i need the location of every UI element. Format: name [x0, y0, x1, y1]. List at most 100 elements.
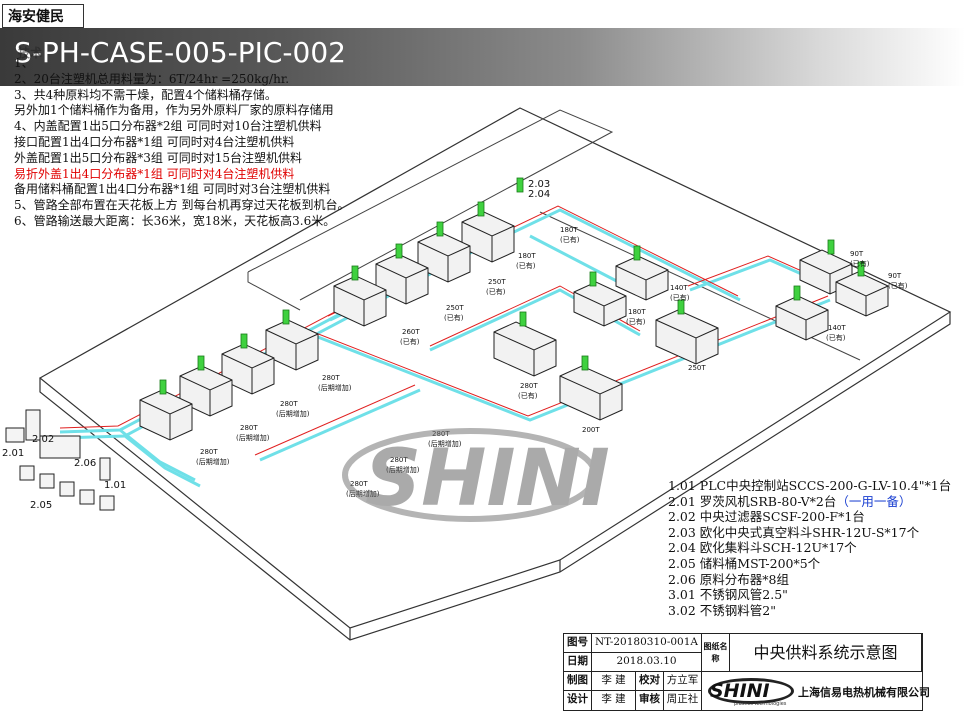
notes-heading: 技术 — [18, 46, 43, 60]
company-name-box: 海安健民 — [2, 4, 84, 28]
machine-label: 280T — [390, 456, 408, 464]
note-line: 4、内盖配置1出5口分布器*2组 可同时对10台注塑机供料 — [14, 119, 322, 134]
machine-sub: (已有) — [888, 281, 908, 290]
legend-item: 2.01 罗茨风机SRB-80-V*2台（一用一备） — [668, 494, 951, 510]
note-line: 易折外盖1出4口分布器*1组 可同时对4台注塑机供料 — [14, 166, 295, 181]
legend-item-text: 3.01 不锈钢风管2.5" — [668, 587, 788, 603]
machine-label: 250T — [488, 278, 506, 286]
title-banner — [0, 28, 965, 86]
note-line: 1、 — [14, 56, 34, 70]
note-line: 备用储料桶配置1出4口分布器*1组 可同时对3台注塑机供料 — [14, 182, 331, 197]
vacuum-hoppers — [159, 177, 865, 395]
label-2-06: 2.06 — [74, 458, 96, 469]
machine-label: 140T — [828, 324, 846, 332]
label-2-01: 2.01 — [2, 448, 24, 459]
shini-watermark: SHINI — [342, 428, 610, 524]
legend-item-text: 3.02 不锈钢料管2" — [668, 602, 777, 618]
diagram-labels: 2.03 2.04 2.02 2.01 2.06 1.01 2.05 — [2, 179, 550, 511]
note-line: 5、管路全部布置在天花板上方 到每台机再穿过天花板到机台。 — [14, 198, 350, 213]
label-2-02: 2.02 — [32, 434, 54, 445]
machine-sub: (后期增加) — [236, 433, 270, 442]
company-full-name: 上海信易电热机械有限公司 — [798, 686, 930, 699]
drawing-name: 中央供料系统示意图 — [730, 634, 922, 672]
machine-sub: (后期增加) — [276, 409, 310, 418]
drawing-no: NT-20180310-001A — [592, 634, 702, 653]
machine-label: 280T — [350, 480, 368, 488]
review-by: 周正社 — [664, 691, 702, 710]
machine-sub: (已有) — [516, 261, 536, 270]
legend-item-text: 2.02 中央过滤器SCSF-200-F*1台 — [668, 509, 865, 525]
label-2-04: 2.04 — [528, 189, 550, 200]
drawing-name-label: 图纸名称 — [702, 634, 730, 672]
label-2-05: 2.05 — [30, 500, 52, 511]
legend-item-text: 2.04 欧化集料斗SCH-12U*17个 — [668, 540, 857, 556]
legend-item: 2.03 欧化中央式真空料斗SHR-12U-S*17个 — [668, 525, 951, 541]
legend-item-text: 2.05 储料桶MST-200*5个 — [668, 555, 821, 571]
draw-by: 李 建 — [592, 672, 636, 691]
watermark-text: SHINI — [365, 434, 610, 524]
company-name: 海安健民 — [8, 9, 64, 25]
machine-label: 280T — [322, 374, 340, 382]
legend-item: 3.01 不锈钢风管2.5" — [668, 587, 951, 603]
title-block: 图号 NT-20180310-001A 图纸名称 中央供料系统示意图 日期 20… — [563, 633, 930, 711]
machine-label: 90T — [850, 250, 864, 258]
technical-notes: 1、2、20台注塑机总用料量为：6T/24hr =250kg/hr.3、共4种原… — [14, 56, 349, 230]
legend-item: 1.01 PLC中央控制站SCCS-200-G-LV-10.4"*1台 — [668, 478, 951, 494]
label-1-01: 1.01 — [104, 480, 126, 491]
machine-sub: (后期增加) — [428, 439, 462, 448]
machine-label: 180T — [628, 308, 646, 316]
date: 2018.03.10 — [592, 653, 702, 672]
machine-label: 250T — [688, 364, 706, 372]
legend-item: 2.02 中央过滤器SCSF-200-F*1台 — [668, 509, 951, 525]
machine-label: 200T — [582, 426, 600, 434]
machine-sub: (后期增加) — [318, 383, 352, 392]
legend-item: 2.06 原料分布器*8组 — [668, 572, 951, 588]
machine-sub: (已有) — [626, 317, 646, 326]
legend-item: 2.05 储料桶MST-200*5个 — [668, 556, 951, 572]
machine-sub: (已有) — [444, 313, 464, 322]
legend-item-note: （一用一备） — [836, 493, 912, 509]
check-label: 校对 — [636, 672, 664, 691]
review-label: 审核 — [636, 691, 664, 710]
machine-sub: (已有) — [518, 391, 538, 400]
legend-item-text: 2.01 罗茨风机SRB-80-V*2台 — [668, 493, 837, 509]
machine-label: 280T — [240, 424, 258, 432]
machine-sub: (已有) — [826, 333, 846, 342]
note-line: 6、管路输送最大距离：长36米，宽18米，天花板高3.6米。 — [14, 213, 336, 228]
legend-item: 3.02 不锈钢料管2" — [668, 603, 951, 619]
machine-label: 280T — [200, 448, 218, 456]
machine-label: 90T — [888, 272, 902, 280]
machine-sub: (已有) — [670, 293, 690, 302]
label-2-03: 2.03 — [528, 179, 550, 190]
legend-item-text: 1.01 PLC中央控制站SCCS-200-G-LV-10.4"*1台 — [668, 478, 952, 493]
machine-label: 180T — [560, 226, 578, 234]
machine-label: 140T — [670, 284, 688, 292]
machine-label: 280T — [280, 400, 298, 408]
central-equipment — [5, 409, 115, 511]
building-outline — [38, 107, 952, 641]
machine-sub: (后期增加) — [196, 457, 230, 466]
injection-machines — [139, 211, 889, 441]
machine-sub: (已有) — [850, 259, 870, 268]
note-line: 3、共4种原料均不需干燥，配置4个储料桶存储。 — [14, 87, 277, 102]
machine-sub: (已有) — [560, 235, 580, 244]
design-by: 李 建 — [592, 691, 636, 710]
machine-sub: (已有) — [400, 337, 420, 346]
design-label: 设计 — [564, 691, 592, 710]
machine-sub: (后期增加) — [346, 489, 380, 498]
logo-ellipse — [708, 678, 794, 704]
legend-item-text: 2.06 原料分布器*8组 — [668, 571, 790, 587]
note-line: 接口配置1出4口分布器*1组 可同时对4台注塑机供料 — [14, 134, 295, 149]
note-line: 外盖配置1出5口分布器*3组 可同时对15台注塑机供料 — [14, 150, 302, 165]
note-line: 另外加1个储料桶作为备用，作为另外原料厂家的原料存储用 — [14, 103, 334, 118]
machine-labels: 180T (已有) 180T (已有) 250T (已有) 250T (已有) … — [196, 226, 908, 498]
note-line: 2、20台注塑机总用料量为：6T/24hr =250kg/hr. — [14, 71, 290, 86]
machine-label: 250T — [446, 304, 464, 312]
machine-label: 180T — [518, 252, 536, 260]
company-logo-area: SHINI plastics technologies 上海信易电热机械有限公司 — [704, 674, 930, 710]
check-by: 方立军 — [664, 672, 702, 691]
legend-item: 2.04 欧化集料斗SCH-12U*17个 — [668, 540, 951, 556]
legend-item-text: 2.03 欧化中央式真空料斗SHR-12U-S*17个 — [668, 524, 920, 540]
